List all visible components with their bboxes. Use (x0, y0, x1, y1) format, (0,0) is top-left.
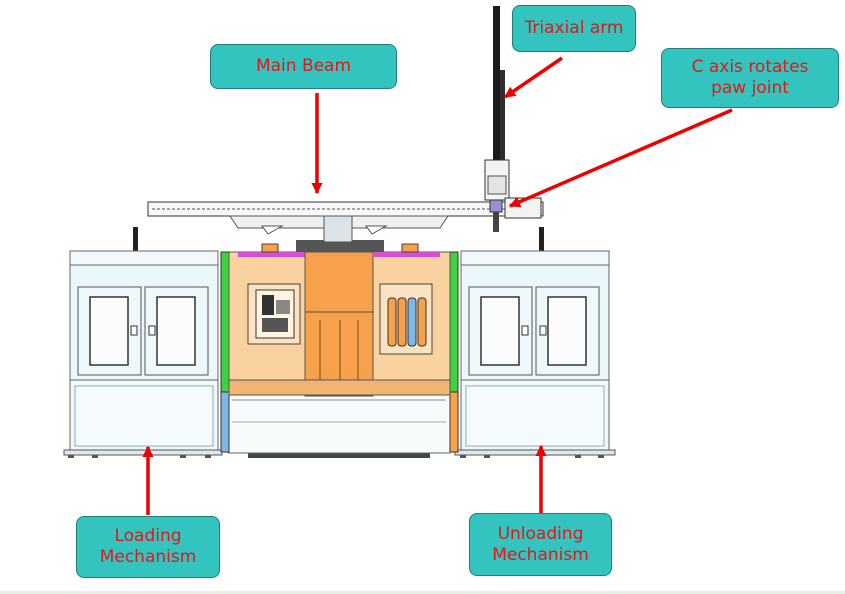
triaxial-arm-arrow (504, 56, 563, 99)
unloading-cabinet (454, 227, 616, 458)
main-beam-text: Main Beam (255, 56, 352, 76)
unloading-mechanism-label: Unloading Mechanism (469, 513, 612, 576)
c-axis-text: C axis rotates paw joint (691, 57, 809, 98)
c-axis-arrow (508, 108, 733, 208)
unloading-mechanism-text: Unloading Mechanism (492, 523, 589, 565)
loading-cabinet (63, 227, 223, 458)
c-axis-label: C axis rotates paw joint (661, 48, 839, 108)
main-beam-label: Main Beam (210, 44, 397, 89)
main-beam-structure (147, 201, 544, 243)
loading-mechanism-label: Loading Mechanism (76, 516, 220, 578)
loading-mechanism-text: Loading Mechanism (99, 526, 197, 567)
triaxial-arm-structure (484, 6, 542, 232)
footer-divider (0, 591, 845, 594)
triaxial-arm-label: Triaxial arm (512, 5, 636, 52)
triaxial-arm-text: Triaxial arm (524, 18, 624, 38)
machining-center (220, 240, 459, 458)
